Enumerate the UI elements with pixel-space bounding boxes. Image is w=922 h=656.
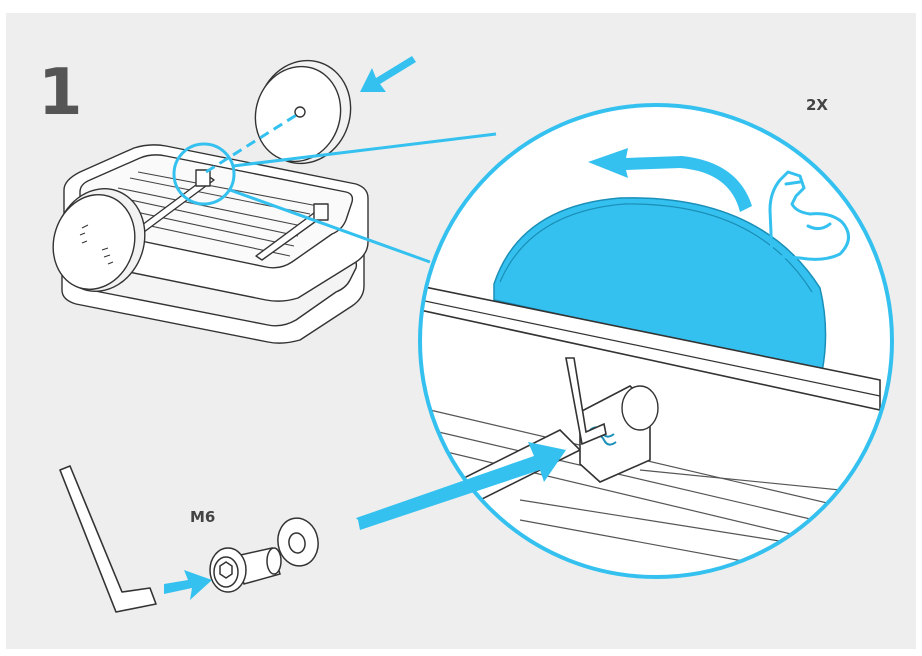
zoom-detail-border [418, 103, 894, 579]
screw [209, 547, 282, 593]
assembly-dashed-line [205, 112, 299, 174]
allen-key-icon [59, 465, 157, 613]
flexed-arm-icon [768, 170, 850, 261]
arrow-icon [164, 570, 212, 600]
front-wheel-disc [52, 188, 146, 292]
rotate-arrow-icon [588, 148, 752, 212]
grill-bars [103, 171, 319, 257]
repeat-count-label: 2X [806, 96, 828, 114]
washer [277, 517, 319, 567]
screw-size-label: M6 [190, 508, 215, 526]
blue-disc [493, 197, 827, 373]
arrow-icon [360, 56, 416, 92]
zoom-connector-line [229, 188, 431, 264]
zoom-detail-content [420, 197, 892, 577]
soap-dish [61, 144, 369, 344]
separate-disc [254, 59, 352, 165]
zoom-connector-line [232, 132, 497, 168]
zoom-source-circle [172, 142, 236, 206]
rotate-marks-icon [79, 224, 114, 265]
step-number: 1 [38, 56, 83, 130]
arrow-icon [356, 442, 566, 530]
allen-key-detail [565, 357, 607, 446]
